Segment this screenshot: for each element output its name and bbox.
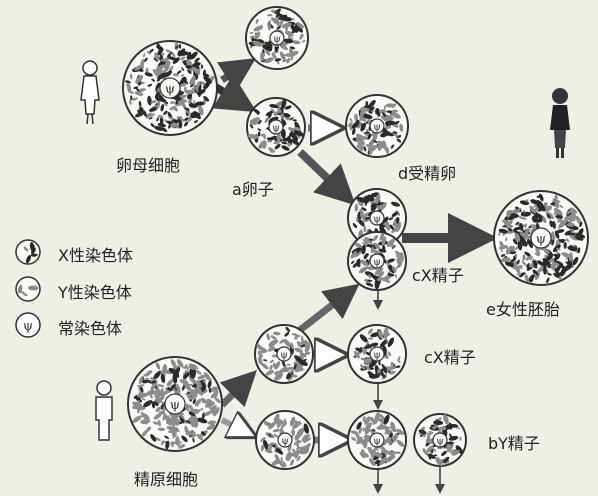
- female-embryo-cell: ψ: [494, 191, 588, 285]
- svg-text:ψ: ψ: [373, 122, 381, 133]
- svg-text:ψ: ψ: [373, 350, 381, 361]
- svg-text:ψ: ψ: [272, 123, 280, 134]
- arrow-oogonium-to-egg: [214, 86, 250, 108]
- arrow-egg-to-zygote: [300, 152, 350, 200]
- egg-cell: ψ: [247, 98, 305, 156]
- spermatogonium-cell: ψ: [128, 357, 222, 451]
- cells: ψ ψ ψ ψ ψ ψ ψ ψ ψ ψ ψ ψ ψ: [123, 7, 588, 469]
- arrow-spermatogonium-to-lower: [222, 420, 252, 435]
- y-sperm-cell-1: ψ: [348, 411, 406, 469]
- svg-text:ψ: ψ: [536, 232, 546, 247]
- svg-text:ψ: ψ: [373, 436, 381, 447]
- y-sperm-label: bY精子: [488, 430, 540, 454]
- female-figure-right: [550, 88, 570, 158]
- svg-text:ψ: ψ: [23, 319, 33, 334]
- arrow-spermatogonium-to-upper: [222, 375, 252, 405]
- zygote-lower: ψ: [348, 232, 406, 290]
- svg-text:ψ: ψ: [165, 82, 175, 97]
- y-sperm-cell-2: ψ: [414, 414, 466, 468]
- svg-text:ψ: ψ: [280, 350, 288, 361]
- arrow-sperm-to-zygote: [300, 288, 354, 330]
- legend-x-swatch: [16, 240, 40, 264]
- oogonium-label: 卵母细胞: [116, 152, 180, 176]
- svg-text:ψ: ψ: [281, 436, 289, 447]
- legend-y-swatch: [16, 277, 40, 301]
- spermatocyte-lower: ψ: [256, 411, 314, 469]
- legend-x-label: X性染色体: [58, 242, 133, 266]
- legend-swatches: ψ: [16, 240, 40, 337]
- spermatogonium-label: 精原细胞: [134, 466, 198, 490]
- svg-text:ψ: ψ: [170, 398, 180, 413]
- arrow-oogonium-to-polar: [222, 62, 250, 80]
- legend-y-label: Y性染色体: [58, 279, 132, 303]
- svg-text:ψ: ψ: [273, 34, 281, 45]
- legend-autosome-swatch: ψ: [16, 313, 40, 337]
- female-figure-left: [81, 61, 99, 124]
- oogonium-cell: ψ: [123, 41, 217, 135]
- male-figure: [96, 381, 112, 440]
- female-embryo-label: e女性胚胎: [486, 296, 560, 320]
- x-sperm-label-2: cX精子: [424, 344, 476, 368]
- legend-autosome-label: 常染色体: [58, 315, 122, 339]
- svg-text:ψ: ψ: [436, 436, 444, 447]
- fertilized-egg-label: d受精卵: [398, 160, 456, 184]
- x-sperm-cell: ψ: [348, 325, 406, 383]
- polar-body-1: ψ: [246, 7, 308, 69]
- svg-text:ψ: ψ: [373, 214, 381, 225]
- spermatocyte-upper: ψ: [255, 325, 313, 383]
- x-sperm-label-1: cX精子: [412, 262, 464, 286]
- svg-text:ψ: ψ: [373, 257, 381, 268]
- egg-label: a卵子: [232, 176, 274, 200]
- polar-body-2: ψ: [346, 95, 408, 157]
